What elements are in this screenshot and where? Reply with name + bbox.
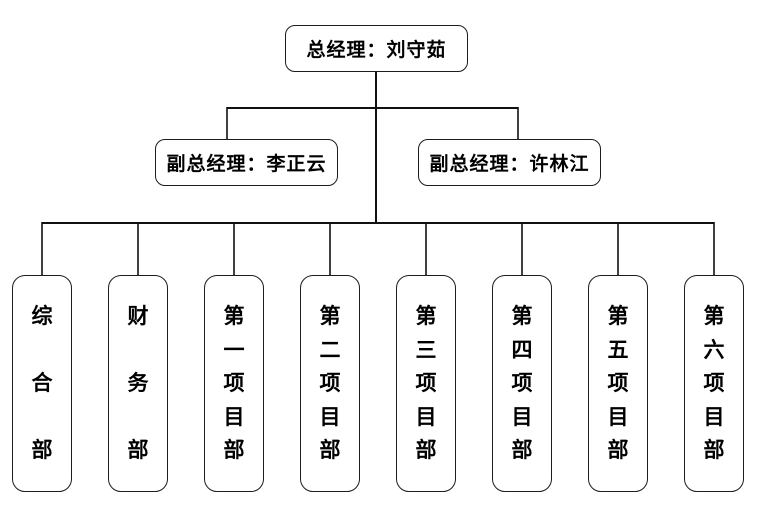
node-dept-project-2: 第二项目部	[300, 275, 360, 492]
node-deputy-manager-1: 副总经理：李正云	[155, 139, 338, 186]
node-dept-project-6: 第六项目部	[684, 275, 744, 492]
node-dept-project-5: 第五项目部	[588, 275, 648, 492]
dept-label: 第四项目部	[511, 304, 533, 462]
dept-label: 第一项目部	[223, 304, 245, 462]
dept-label: 第五项目部	[607, 304, 629, 462]
node-general-manager: 总经理：刘守茹	[285, 25, 468, 72]
dept-label: 第三项目部	[415, 304, 437, 462]
dept-label: 第二项目部	[319, 304, 341, 462]
department-row: 综合部 财务部 第一项目部 第二项目部 第三项目部 第四项目部 第五项目部 第六…	[12, 275, 744, 492]
node-deputy-manager-2: 副总经理：许林江	[418, 139, 601, 186]
node-dept-general-affairs: 综合部	[12, 275, 72, 492]
node-dept-finance: 财务部	[108, 275, 168, 492]
node-dept-project-3: 第三项目部	[396, 275, 456, 492]
node-dept-project-4: 第四项目部	[492, 275, 552, 492]
dept-label: 第六项目部	[703, 304, 725, 462]
node-dept-project-1: 第一项目部	[204, 275, 264, 492]
dept-label: 财务部	[127, 304, 149, 462]
dept-label: 综合部	[31, 304, 53, 462]
